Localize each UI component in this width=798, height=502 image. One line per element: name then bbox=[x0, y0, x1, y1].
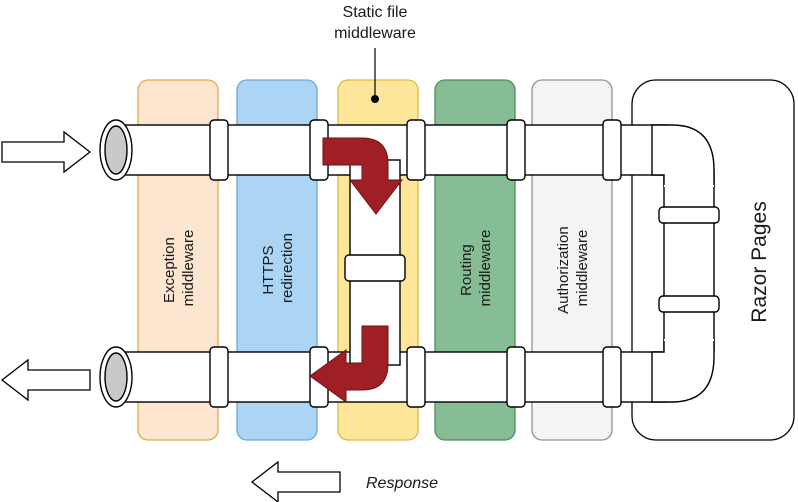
pipe-elbow-top bbox=[651, 124, 715, 187]
coupling bbox=[602, 346, 622, 408]
callout-dot bbox=[371, 95, 379, 103]
callout-line1: Static file bbox=[343, 4, 408, 21]
razor-pages-label: Razor Pages bbox=[748, 201, 771, 322]
routing-label: Routing middleware bbox=[458, 230, 494, 307]
response-out-arrow bbox=[0, 358, 91, 402]
coupling bbox=[406, 119, 426, 181]
pipe-elbow-bottom bbox=[651, 339, 715, 403]
coupling bbox=[406, 346, 426, 408]
authorization-label: Authorization middleware bbox=[555, 222, 591, 314]
pipe-mouth-bottom-inner bbox=[104, 352, 128, 402]
response-label: Response bbox=[366, 475, 438, 492]
flow-arrow-down bbox=[322, 137, 404, 215]
https-label: HTTPS redirection bbox=[260, 233, 296, 303]
callout-line2: middleware bbox=[334, 25, 416, 42]
razor-coupling-upper bbox=[658, 206, 720, 224]
pipe-mouth-top-inner bbox=[104, 125, 128, 175]
razor-coupling-lower bbox=[658, 295, 720, 313]
flow-arrow-left bbox=[309, 325, 389, 403]
response-legend-arrow bbox=[250, 460, 341, 502]
request-in-arrow bbox=[1, 130, 92, 174]
coupling bbox=[209, 346, 229, 408]
coupling bbox=[209, 119, 229, 181]
coupling bbox=[602, 119, 622, 181]
razor-vertical-pipe bbox=[663, 169, 715, 351]
coupling bbox=[506, 119, 526, 181]
coupling bbox=[506, 346, 526, 408]
exception-label: Exception middleware bbox=[161, 230, 197, 307]
static-coupling bbox=[344, 254, 406, 282]
